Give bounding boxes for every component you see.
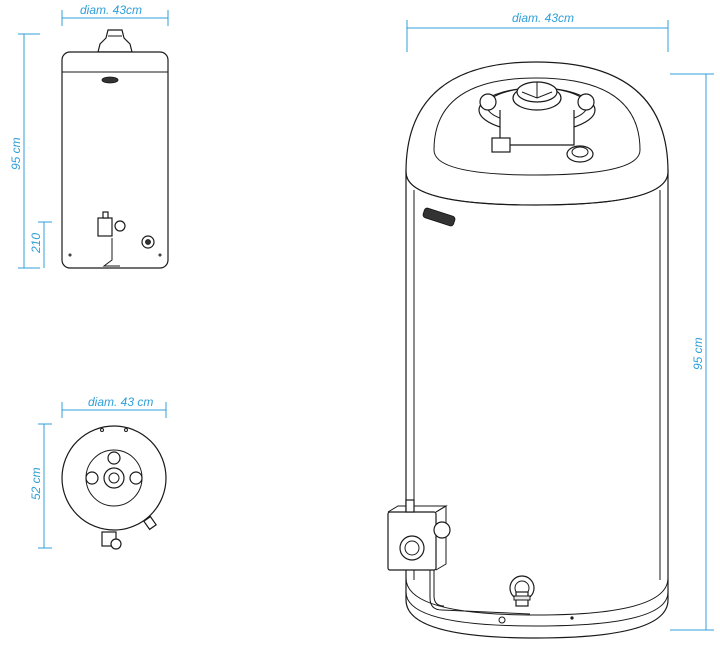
perspective-width-label: diam. 43cm bbox=[512, 11, 574, 25]
top-width-label: diam. 43 cm bbox=[88, 395, 153, 409]
gas-valve-large bbox=[387, 499, 531, 615]
brand-badge-large bbox=[422, 207, 456, 227]
front-height-label: 95 cm bbox=[9, 137, 23, 170]
tank-body bbox=[405, 169, 669, 639]
top-flue bbox=[103, 467, 125, 489]
flue-top bbox=[97, 29, 133, 53]
front-body bbox=[61, 51, 169, 269]
bottom-connection bbox=[498, 575, 574, 624]
perspective-height-dimension: 95 cm bbox=[670, 73, 714, 631]
front-connection-height-label: 210 bbox=[29, 233, 43, 254]
top-width-dimension: diam. 43 cm bbox=[61, 395, 167, 418]
perspective-view: diam. 43cm 95 cm bbox=[387, 11, 714, 639]
top-depth-label: 52 cm bbox=[29, 467, 43, 500]
perspective-height-label: 95 cm bbox=[691, 337, 705, 370]
flue-assembly bbox=[478, 81, 596, 153]
top-fitting bbox=[566, 145, 594, 163]
top-view: diam. 43 cm 52 cm bbox=[29, 395, 167, 550]
front-height-dimension: 95 cm bbox=[9, 33, 40, 269]
front-connection-height-dimension: 210 bbox=[29, 221, 52, 268]
brand-badge bbox=[101, 76, 119, 84]
top-connection bbox=[143, 515, 157, 531]
gas-valve bbox=[97, 217, 113, 237]
front-width-label: diam. 43cm bbox=[80, 3, 142, 17]
perspective-width-dimension: diam. 43cm bbox=[406, 11, 669, 52]
top-depth-dimension: 52 cm bbox=[29, 423, 52, 549]
front-width-dimension: diam. 43cm bbox=[61, 3, 169, 26]
front-view: diam. 43cm 95 cm 210 bbox=[9, 3, 169, 269]
